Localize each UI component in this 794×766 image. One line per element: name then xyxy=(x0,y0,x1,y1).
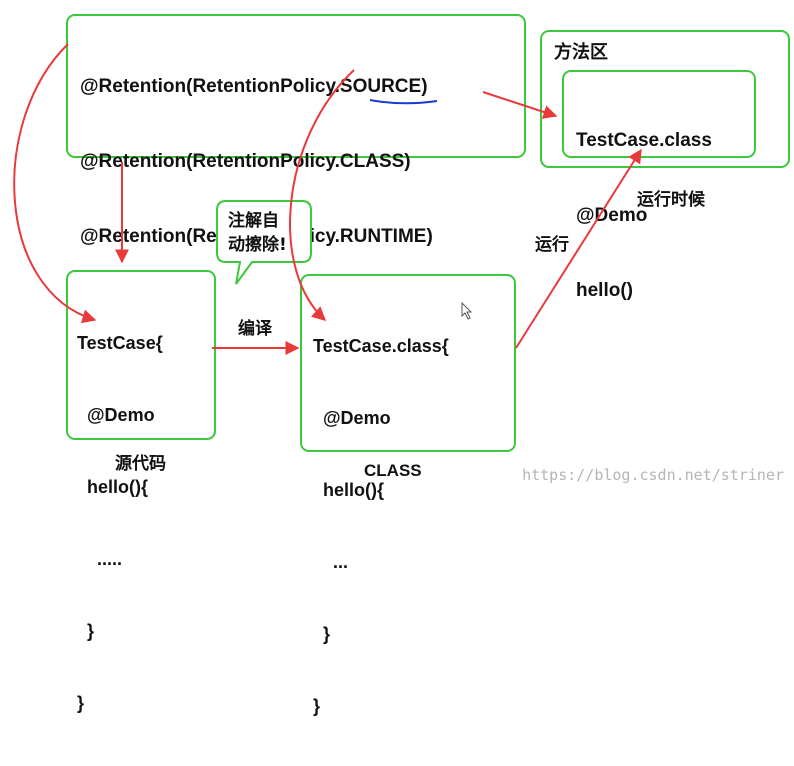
class-line-5: } xyxy=(313,624,331,644)
source-line-1: TestCase{ xyxy=(77,333,163,353)
class-file-box: TestCase.class{ @Demo hello(){ ... } } xyxy=(300,274,516,716)
retention-runtime-suffix: ) xyxy=(426,226,433,247)
run-label: 运行 xyxy=(535,235,569,255)
method-area-code: TestCase.class @Demo hello() xyxy=(576,78,712,353)
class-line-2: @Demo xyxy=(313,408,391,428)
arrow-layer xyxy=(13,43,642,355)
callout-line-2: 动擦除! xyxy=(228,235,287,255)
source-line-4: ..... xyxy=(77,549,123,569)
class-file-code: TestCase.class{ @Demo hello(){ ... } } xyxy=(313,286,449,766)
source-caption: 源代码 xyxy=(115,454,166,474)
watermark: https://blog.csdn.net/striner xyxy=(522,466,784,484)
runtime-word: RUNTIME xyxy=(339,226,427,247)
source-line-6: } xyxy=(77,693,85,713)
mouse-cursor-icon xyxy=(461,302,473,320)
arrow-class-to-class-file xyxy=(289,69,355,321)
method-area-title: 方法区 xyxy=(554,42,608,63)
callout-text: 注解自 动擦除! xyxy=(228,209,287,257)
runtime-label: 运行时候 xyxy=(637,190,705,210)
arrow-runtime-to-method-area xyxy=(482,91,558,119)
method-area-class-line: TestCase.class xyxy=(576,130,712,151)
source-line-2: @Demo xyxy=(77,405,155,425)
retention-class-line: @Retention(RetentionPolicy.CLASS) xyxy=(80,151,411,172)
method-area-inner-box: TestCase.class @Demo hello() xyxy=(562,70,756,301)
class-line-1: TestCase.class{ xyxy=(313,336,449,356)
method-area-demo-line: @Demo xyxy=(576,205,648,226)
runtime-underline xyxy=(369,99,438,105)
retention-source-line: @Retention(RetentionPolicy.SOURCE) xyxy=(80,76,428,97)
class-caption: CLASS xyxy=(364,461,422,480)
arrow-run xyxy=(515,148,642,349)
callout-line-1: 注解自 xyxy=(228,211,279,231)
class-line-4: ... xyxy=(313,552,349,572)
compile-label: 编译 xyxy=(238,319,272,339)
callout-bubble xyxy=(216,200,312,285)
class-line-6: } xyxy=(313,696,321,716)
method-area-hello-line: hello() xyxy=(576,280,633,301)
source-line-5: } xyxy=(77,621,95,641)
arrow-source-to-source-code xyxy=(13,43,97,324)
